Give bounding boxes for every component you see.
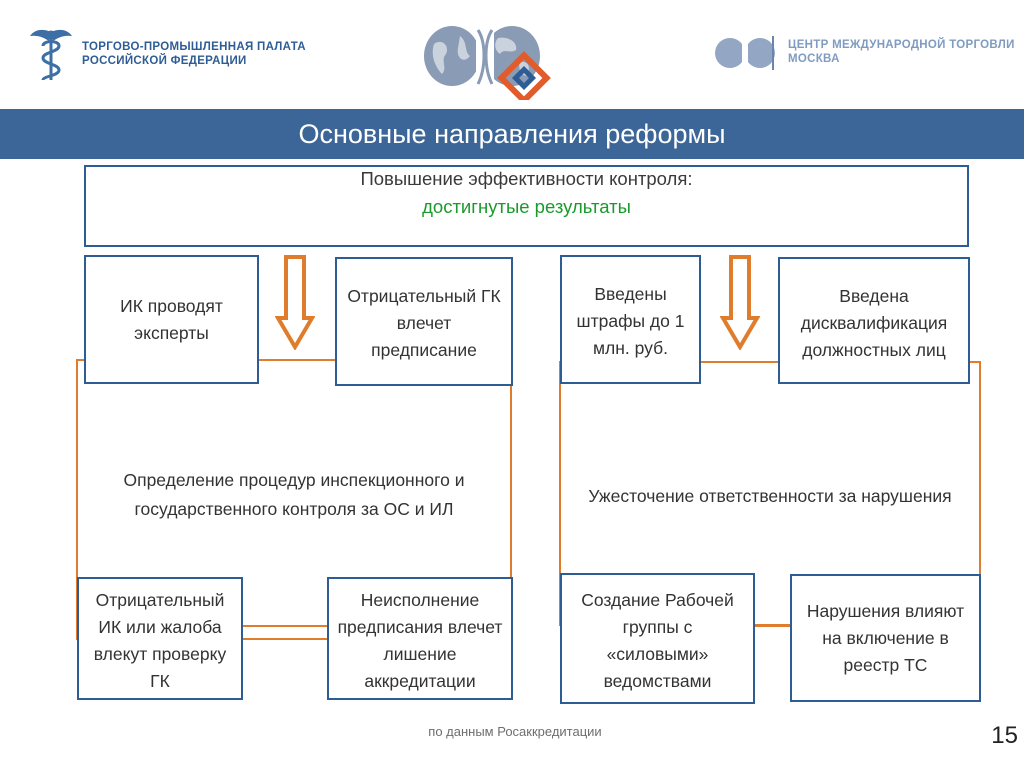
chamber-of-commerce-emblem-icon [30,29,72,81]
left-bottom-connector [242,625,328,627]
tpp-name: ТОРГОВО-ПРОМЫШЛЕННАЯ ПАЛАТА РОССИЙСКОЙ Ф… [82,40,322,68]
globe-logo [420,24,552,105]
wtc-name-line2: МОСКВА [788,53,840,65]
title-bar [0,109,1024,159]
page-title: Основные направления реформы [298,119,726,149]
summary-line2: достигнутые результаты [422,196,631,217]
left-top-right-box: Отрицательный ГК влечет предписание [335,257,513,386]
right-top-left-text: Введены штрафы до 1 млн. руб. [576,284,685,358]
tpp-logo [28,26,74,82]
right-bottom-left-box: Создание Рабочей группы с «силовыми» вед… [560,573,755,704]
right-bottom-connector [754,625,791,627]
left-down-arrow [274,254,316,351]
summary-line1: Повышение эффективности контроля: [360,168,693,189]
wtc-name-line1: ЦЕНТР МЕЖДУНАРОДНОЙ ТОРГОВЛИ [788,39,1015,51]
right-bottom-left-text: Создание Рабочей группы с «силовыми» вед… [581,590,734,691]
down-arrow-icon [274,255,316,351]
tpp-name-line2: РОССИЙСКОЙ ФЕДЕРАЦИИ [82,55,247,67]
left-top-right-text: Отрицательный ГК влечет предписание [347,286,501,360]
left-top-left-text: ИК проводят эксперты [120,296,223,343]
left-bottom-right-box: Неисполнение предписания влечет лишение … [327,577,513,700]
left-center-text: Определение процедур инспекционного и го… [123,470,465,519]
right-bottom-right-text: Нарушения влияют на включение в реестр Т… [806,601,965,675]
left-top-left-box: ИК проводят эксперты [84,255,259,384]
left-bottom-left-box: Отрицательный ИК или жалоба влекут прове… [77,577,243,700]
down-arrow-icon [719,255,761,351]
right-down-arrow [719,254,761,351]
wtc-name: ЦЕНТР МЕЖДУНАРОДНОЙ ТОРГОВЛИ МОСКВА [788,38,1018,66]
left-bottom-left-text: Отрицательный ИК или жалоба влекут прове… [93,590,227,691]
right-top-right-text: Введена дисквалификация должностных лиц [800,286,948,360]
left-bottom-right-text: Неисполнение предписания влечет лишение … [337,590,503,691]
right-bottom-right-box: Нарушения влияют на включение в реестр Т… [790,574,981,702]
source-note: по данным Росаккредитации [428,724,602,739]
wtc-logo [714,34,780,72]
right-top-left-box: Введены штрафы до 1 млн. руб. [560,255,701,384]
summary-box: Повышение эффективности контроля: достиг… [84,165,969,247]
tpp-name-line1: ТОРГОВО-ПРОМЫШЛЕННАЯ ПАЛАТА [82,41,306,53]
wtc-logo-icon [715,36,775,70]
left-group-frame [76,359,512,640]
globe-logo-icon [424,26,551,105]
right-center-text: Ужесточение ответственности за нарушения [588,486,952,506]
page-number: 15 [991,722,1018,749]
right-top-right-box: Введена дисквалификация должностных лиц [778,257,970,384]
